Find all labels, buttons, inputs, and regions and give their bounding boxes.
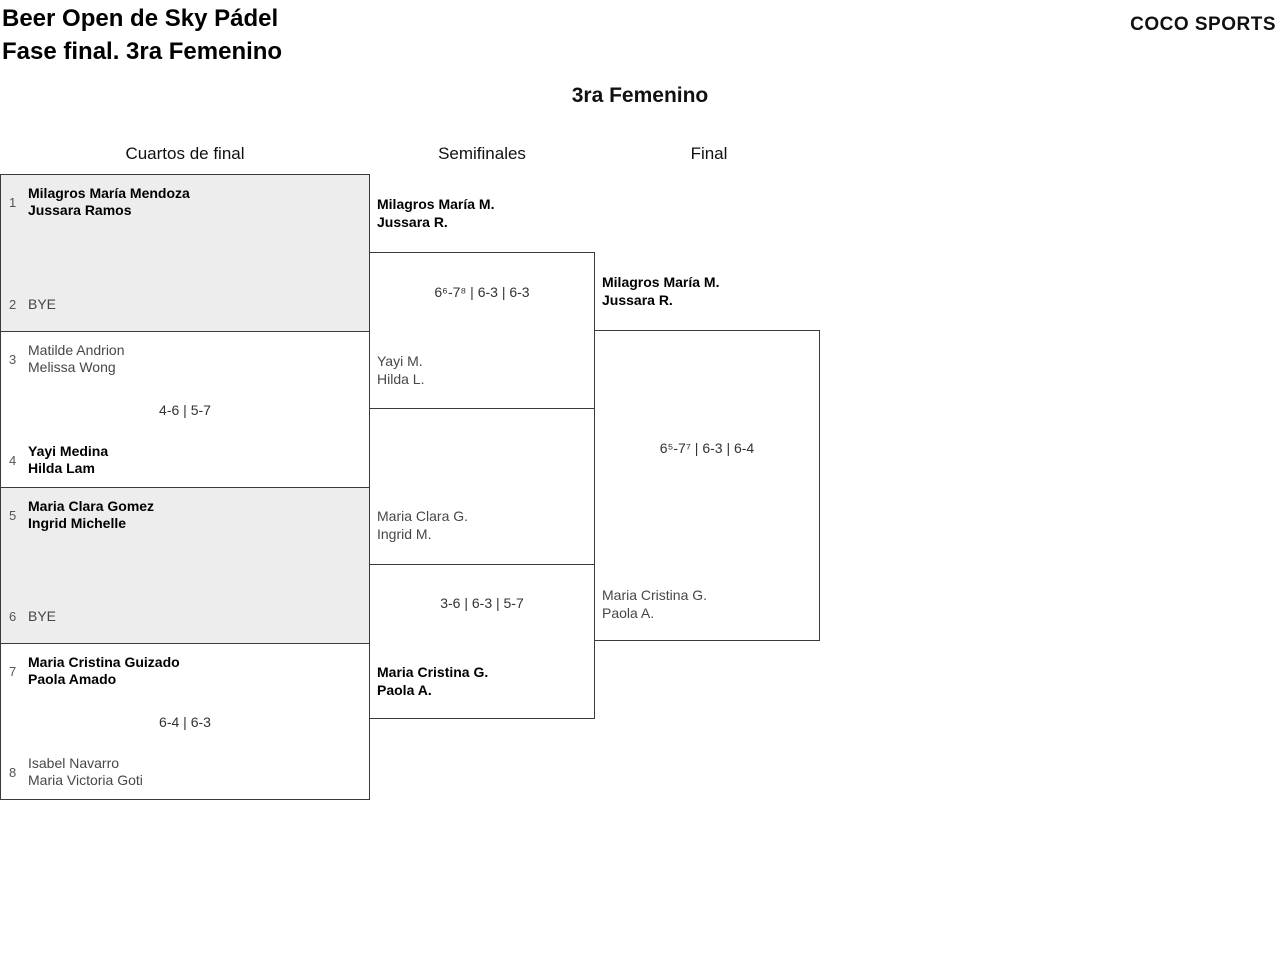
- player-name: Milagros María M.: [602, 274, 720, 290]
- team-names: BYE: [28, 296, 56, 313]
- match-score: 6-4 | 6-3: [159, 713, 211, 730]
- player-name: Jussara R.: [377, 214, 448, 230]
- team-slot: 7 Maria Cristina Guizado Paola Amado: [9, 652, 361, 690]
- team-slot: 5 Maria Clara Gomez Ingrid Michelle: [9, 496, 361, 534]
- quarterfinals-column: 1 Milagros María Mendoza Jussara Ramos 2…: [0, 174, 370, 800]
- phase-name: Fase final. 3ra Femenino: [2, 38, 283, 65]
- team-names: Milagros María M. Jussara R.: [377, 195, 494, 231]
- player-name: Jussara R.: [602, 292, 673, 308]
- player-name: Ingrid Michelle: [28, 515, 127, 531]
- seed-number: 6: [9, 608, 17, 624]
- brand-logo: COCO SPORTS: [1130, 14, 1276, 35]
- player-name: Hilda Lam: [28, 460, 95, 476]
- team-names: Maria Cristina Guizado Paola Amado: [28, 654, 180, 688]
- team-slot: 2 BYE: [9, 285, 361, 323]
- player-name: Milagros María Mendoza: [28, 185, 190, 201]
- seed-number: 5: [9, 507, 17, 523]
- match-quarterfinal-2[interactable]: 3 Matilde Andrion Melissa Wong 4-6 | 5-7…: [1, 331, 369, 487]
- match-final[interactable]: [594, 330, 820, 641]
- team-names: Matilde Andrion Melissa Wong: [28, 342, 125, 376]
- player-name: Maria Cristina G.: [602, 587, 708, 603]
- player-name: Maria Cristina Guizado: [28, 654, 180, 670]
- match-score: 6⁵-7⁷ | 6-3 | 6-4: [659, 440, 755, 456]
- player-name: Jussara Ramos: [28, 202, 132, 218]
- player-name: Paola A.: [377, 682, 432, 698]
- player-name: Paola Amado: [28, 671, 117, 687]
- round-header-semifinales: Semifinales: [438, 144, 526, 163]
- team-slot: 6 BYE: [9, 597, 361, 635]
- team-slot: 4 Yayi Medina Hilda Lam: [9, 441, 361, 479]
- team-names: Maria Cristina G. Paola A.: [602, 586, 707, 622]
- match-semifinal-2[interactable]: [369, 564, 595, 719]
- player-name: BYE: [28, 607, 57, 624]
- tournament-name: Beer Open de Sky Pádel: [2, 5, 279, 32]
- player-name: Matilde Andrion: [28, 342, 125, 358]
- seed-number: 7: [9, 663, 17, 679]
- team-slot: 1 Milagros María Mendoza Jussara Ramos: [9, 183, 361, 221]
- team-names: Yayi M. Hilda L.: [377, 352, 424, 388]
- team-slot: 3 Matilde Andrion Melissa Wong: [9, 340, 361, 378]
- round-header-cuartos-de-final: Cuartos de final: [125, 144, 245, 163]
- match-score: 6⁶-7⁸ | 6-3 | 6-3: [434, 284, 530, 300]
- seed-number: 1: [9, 194, 17, 210]
- player-name: Isabel Navarro: [28, 755, 120, 771]
- player-name: Maria Clara Gomez: [28, 498, 155, 514]
- seed-number: 4: [9, 452, 17, 468]
- page-title: Beer Open de Sky Pádel Fase final. 3ra F…: [2, 2, 282, 68]
- team-names: Maria Clara Gomez Ingrid Michelle: [28, 498, 154, 532]
- seed-number: 8: [9, 764, 17, 780]
- player-name: Maria Victoria Goti: [28, 772, 143, 788]
- match-score: 3-6 | 6-3 | 5-7: [440, 595, 524, 611]
- player-name: Yayi M.: [377, 353, 423, 369]
- team-names: BYE: [28, 608, 56, 625]
- seed-number: 3: [9, 351, 17, 367]
- team-names: Maria Cristina G. Paola A.: [377, 663, 488, 699]
- team-names: Milagros María Mendoza Jussara Ramos: [28, 185, 190, 219]
- team-slot: 8 Isabel Navarro Maria Victoria Goti: [9, 753, 361, 791]
- team-names: Yayi Medina Hilda Lam: [28, 443, 108, 477]
- player-name: Hilda L.: [377, 371, 425, 387]
- match-score: 4-6 | 5-7: [159, 401, 211, 418]
- seed-number: 2: [9, 296, 17, 312]
- player-name: Melissa Wong: [28, 359, 116, 375]
- category-title: 3ra Femenino: [571, 84, 709, 107]
- team-names: Maria Clara G. Ingrid M.: [377, 507, 468, 543]
- player-name: Yayi Medina: [28, 443, 109, 459]
- match-quarterfinal-4[interactable]: 7 Maria Cristina Guizado Paola Amado 6-4…: [1, 643, 369, 799]
- player-name: Ingrid M.: [377, 526, 432, 542]
- team-names: Milagros María M. Jussara R.: [602, 273, 719, 309]
- match-quarterfinal-3[interactable]: 5 Maria Clara Gomez Ingrid Michelle 6 BY…: [1, 487, 369, 643]
- player-name: Maria Cristina G.: [377, 664, 489, 680]
- player-name: Milagros María M.: [377, 196, 495, 212]
- player-name: BYE: [28, 295, 57, 312]
- match-quarterfinal-1[interactable]: 1 Milagros María Mendoza Jussara Ramos 2…: [1, 175, 369, 331]
- player-name: Maria Clara G.: [377, 508, 469, 524]
- player-name: Paola A.: [602, 605, 655, 621]
- team-names: Isabel Navarro Maria Victoria Goti: [28, 755, 143, 789]
- round-header-final: Final: [690, 144, 728, 163]
